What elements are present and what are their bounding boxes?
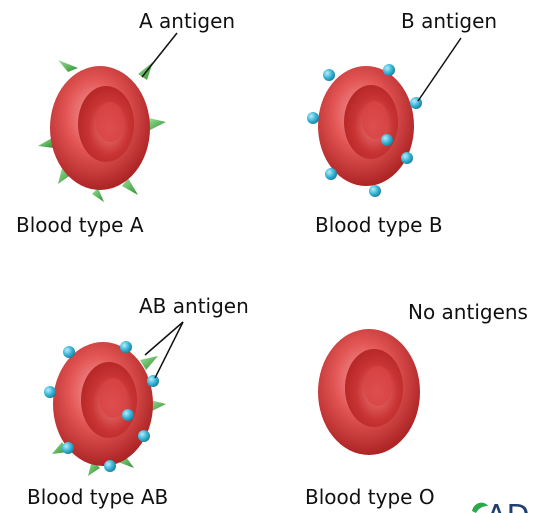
a-antigen-spike [138,62,153,80]
b-antigen-sphere [63,346,75,358]
ab-antigen-leader-line [145,322,183,355]
b-antigen-sphere [325,168,337,180]
a-antigen-label: A antigen [139,9,235,33]
b-antigen-sphere [120,341,132,353]
b-antigen-sphere [138,430,150,442]
watermark: AD [472,499,530,513]
ab-antigen-leader-line [155,322,183,378]
watermark-text: AD [486,499,530,513]
b-antigen-leader-line [418,38,461,101]
blood-type-o-label: Blood type O [305,485,435,509]
a-antigen-spike [58,60,78,72]
cell-dimple-center [362,101,388,139]
b-antigen-sphere [104,460,116,472]
a-antigen-spike [149,118,166,130]
b-antigen-sphere [62,442,74,454]
cell-dimple-center [96,102,124,142]
b-antigen-sphere [323,69,335,81]
b-antigen-label: B antigen [401,9,497,33]
b-antigen-sphere [369,185,381,197]
blood-type-ab-label: Blood type AB [27,485,168,509]
b-antigen-sphere [307,112,319,124]
blood-type-a-label: Blood type A [16,213,144,237]
cell-group-a: A antigen Blood type A [16,9,235,237]
cell-dimple-center [99,378,127,418]
b-antigen-sphere [44,386,56,398]
a-antigen-leader-line [142,33,177,77]
cell-group-ab: AB antigen Blood type AB [27,294,249,509]
cell-group-b: B antigen Blood type B [307,9,497,237]
b-antigen-sphere [122,409,134,421]
ab-antigen-label: AB antigen [139,294,249,318]
b-antigen-sphere [383,64,395,76]
b-antigen-sphere [147,375,159,387]
cell-group-o: No antigens Blood type O [305,300,528,509]
b-antigen-sphere [401,152,413,164]
b-antigen-sphere [381,134,393,146]
no-antigens-label: No antigens [408,300,528,324]
a-antigen-spike [92,188,104,202]
blood-type-b-label: Blood type B [315,213,443,237]
cell-dimple-center [364,366,392,406]
